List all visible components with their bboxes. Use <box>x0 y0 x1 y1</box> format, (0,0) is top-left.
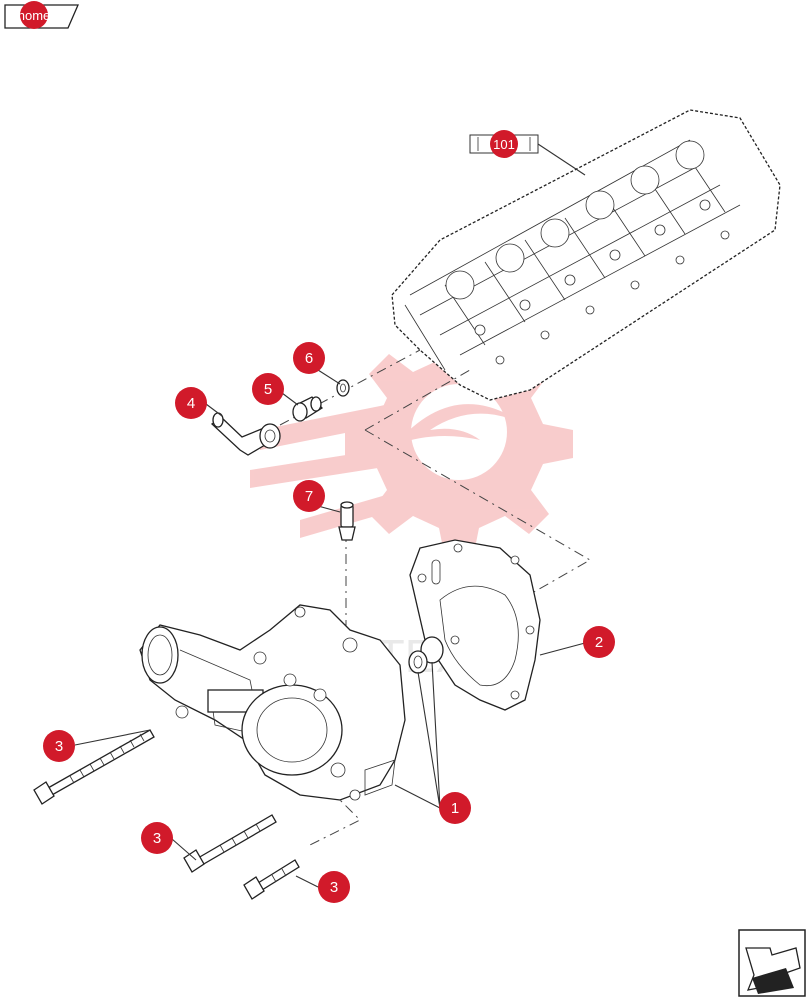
callout-3a[interactable]: 3 <box>43 730 75 762</box>
bolt-part-3-long <box>33 729 155 805</box>
cylinder-head-part <box>391 109 781 401</box>
home-button[interactable]: home <box>4 1 79 29</box>
water-pump-housing-part <box>139 604 406 801</box>
callout-3c-label: 3 <box>330 879 338 896</box>
callout-3b[interactable]: 3 <box>141 822 173 854</box>
callout-1-label: 1 <box>451 800 459 817</box>
next-page-arrow-icon[interactable] <box>738 929 806 997</box>
callout-3c[interactable]: 3 <box>318 871 350 903</box>
thermostat-part-1 <box>408 636 444 674</box>
reference-label-101[interactable]: 101 <box>469 130 539 158</box>
callout-3b-label: 3 <box>153 830 161 847</box>
leader-101 <box>537 143 586 176</box>
callout-6[interactable]: 6 <box>293 342 325 374</box>
fitting-part-5 <box>292 396 324 422</box>
callout-4[interactable]: 4 <box>175 387 207 419</box>
bolt-part-3-short <box>243 859 300 900</box>
home-button-label: home <box>18 8 51 23</box>
bolt-part-3-middle <box>183 814 277 873</box>
cylinder-head-bores <box>445 140 730 365</box>
callout-3a-label: 3 <box>55 738 63 755</box>
leader-lines <box>74 369 586 888</box>
callout-6-label: 6 <box>305 350 313 367</box>
gasket-part-2 <box>409 539 541 711</box>
elbow-pipe-part-4 <box>210 412 281 456</box>
callout-1[interactable]: 1 <box>439 792 471 824</box>
washer-part-6 <box>336 379 350 397</box>
callout-7[interactable]: 7 <box>293 480 325 512</box>
callout-5[interactable]: 5 <box>252 373 284 405</box>
callout-5-label: 5 <box>264 381 272 398</box>
callout-2-label: 2 <box>595 634 603 651</box>
callout-7-label: 7 <box>305 488 313 505</box>
reference-label-101-text: 101 <box>493 137 515 152</box>
callout-4-label: 4 <box>187 395 195 412</box>
sensor-part-7 <box>338 501 356 541</box>
callout-2[interactable]: 2 <box>583 626 615 658</box>
